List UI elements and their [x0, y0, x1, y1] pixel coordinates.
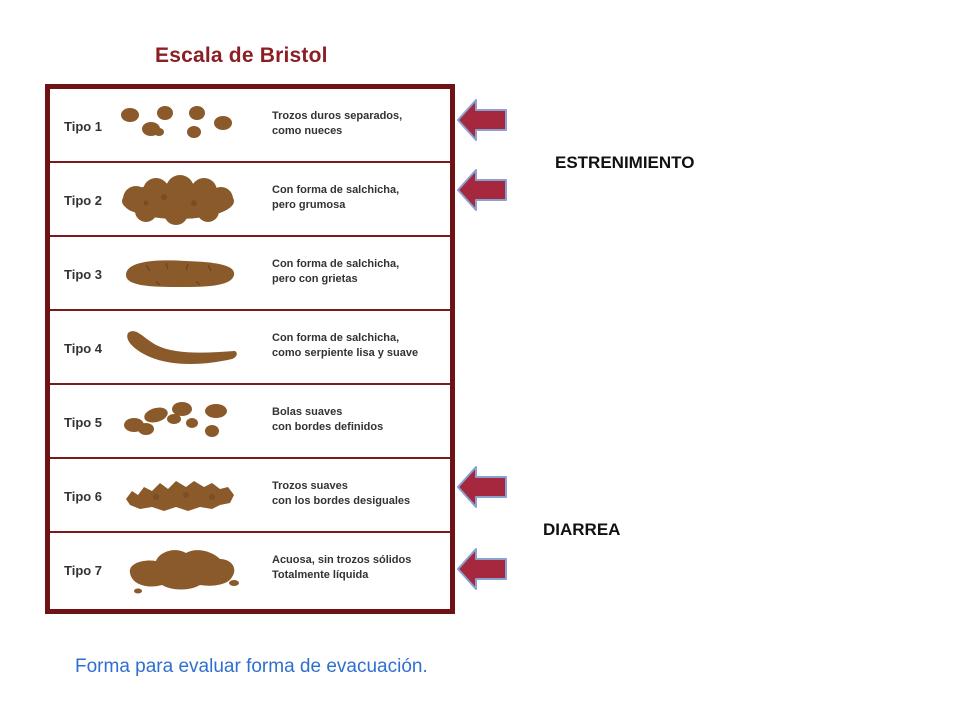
stool-type-1-image	[121, 106, 232, 138]
left-arrow-icon	[457, 548, 507, 590]
scale-row-type-2: Tipo 2 Con forma de salchicha, pero grum…	[50, 163, 450, 237]
row-label: Tipo 4	[64, 341, 103, 356]
row-label: Tipo 3	[64, 267, 103, 282]
row-label: Tipo 2	[64, 193, 103, 208]
row-description: Trozos duros separados, como nueces	[272, 110, 403, 137]
stool-type-6-image	[126, 481, 234, 511]
bristol-scale-table: Tipo 1 Trozos duros separados, como nuec…	[45, 84, 455, 614]
scale-row-type-6: Tipo 6 Trozos suaves con los bordes desi…	[50, 459, 450, 533]
stool-type-5-image	[124, 402, 227, 437]
row-description: Bolas suaves con bordes definidos	[272, 406, 384, 433]
stool-type-7-image	[129, 550, 239, 594]
chart-title: Escala de Bristol	[155, 44, 328, 67]
row-description: Con forma de salchicha, como serpiente l…	[272, 332, 419, 359]
row-description: Con forma de salchicha, pero grumosa	[272, 184, 400, 211]
left-arrow-icon	[457, 169, 507, 211]
row-description: Trozos suaves con los bordes desiguales	[272, 480, 411, 507]
row-description: Con forma de salchicha, pero con grietas	[272, 258, 400, 285]
diarrhea-label: DIARREA	[543, 520, 621, 539]
stool-type-2-image	[122, 175, 234, 225]
scale-row-type-1: Tipo 1 Trozos duros separados, como nuec…	[50, 89, 450, 163]
constipation-label: ESTRENIMIENTO	[555, 153, 695, 172]
scale-row-type-4: Tipo 4 Con forma de salchicha, como serp…	[50, 311, 450, 385]
row-label: Tipo 5	[64, 415, 103, 430]
scale-row-type-5: Tipo 5 Bolas suaves con bordes definidos	[50, 385, 450, 459]
row-label: Tipo 7	[64, 563, 103, 578]
stool-type-4-image	[127, 331, 237, 364]
left-arrow-icon	[457, 99, 507, 141]
stool-type-3-image	[126, 260, 235, 287]
left-arrow-icon	[457, 466, 507, 508]
row-label: Tipo 6	[64, 489, 103, 504]
scale-row-type-7: Tipo 7 Acuosa, sin trozos sólidos Totalm…	[50, 533, 450, 607]
row-label: Tipo 1	[64, 119, 103, 134]
scale-row-type-3: Tipo 3 Con forma de salchicha, pero con …	[50, 237, 450, 311]
row-description: Acuosa, sin trozos sólidos Totalmente lí…	[272, 554, 412, 581]
caption: Forma para evaluar forma de evacuación.	[75, 656, 428, 677]
